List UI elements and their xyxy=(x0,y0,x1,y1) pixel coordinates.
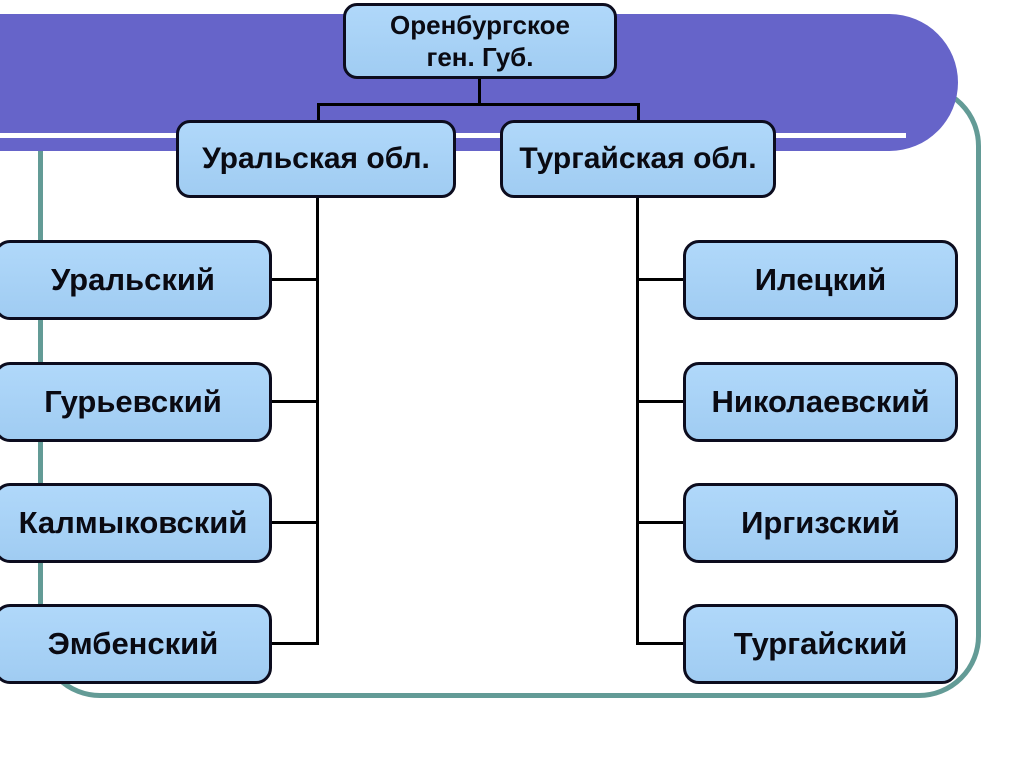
connector-spine-left xyxy=(316,196,319,645)
node-district-uralsky: Уральский xyxy=(0,240,272,320)
connector-spine-right xyxy=(636,196,639,645)
node-district-iletsky: Илецкий xyxy=(683,240,958,320)
node-district-turgaysky: Тургайский xyxy=(683,604,958,684)
connector-stub-guryevsky xyxy=(266,400,319,403)
connector-stub-irgizsky xyxy=(636,521,686,524)
connector-stub-iletsky xyxy=(636,278,686,281)
connector-stub-embensky xyxy=(266,642,319,645)
node-district-guryevsky: Гурьевский xyxy=(0,362,272,442)
node-district-nikolaevsky: Николаевский xyxy=(683,362,958,442)
connector-drop-left-region xyxy=(317,103,320,123)
connector-stub-nikolaevsky xyxy=(636,400,686,403)
connector-drop-right-region xyxy=(637,103,640,123)
connector-stub-kalmykovsky xyxy=(266,521,319,524)
node-district-kalmykovsky: Калмыковский xyxy=(0,483,272,563)
node-region-uralskaya: Уральская обл. xyxy=(176,120,456,198)
node-district-embensky: Эмбенский xyxy=(0,604,272,684)
connector-stub-uralsky xyxy=(266,278,319,281)
connector-root-vertical xyxy=(478,78,481,105)
node-region-turgayskaya: Тургайская обл. xyxy=(500,120,776,198)
connector-top-horizontal xyxy=(317,103,640,106)
node-governorate: Оренбургское ген. Губ. xyxy=(343,3,617,79)
connector-stub-turgaysky xyxy=(636,642,686,645)
node-district-irgizsky: Иргизский xyxy=(683,483,958,563)
